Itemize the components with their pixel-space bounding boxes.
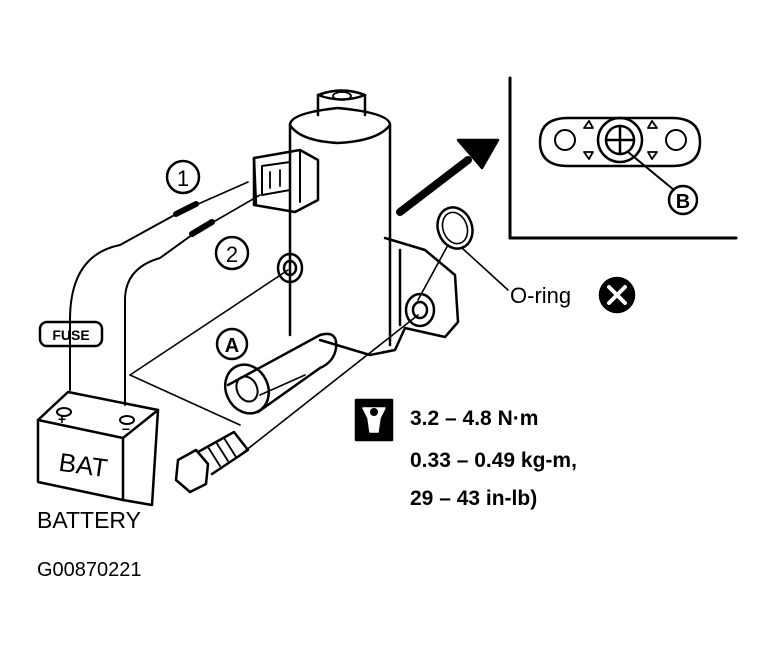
fuse-icon: [38, 320, 104, 348]
mounting-bolt: [174, 430, 250, 494]
callout-a-label: A: [225, 335, 239, 357]
solenoid-connector: [252, 148, 320, 214]
solenoid-valve-body: [276, 89, 460, 357]
figure-id: G00870221: [37, 559, 142, 581]
bat-label: BAT: [57, 447, 109, 483]
filter-cylinder: [223, 332, 338, 415]
torque-wrench-icon: [354, 398, 394, 442]
o-ring-label: O-ring: [510, 283, 571, 308]
o-ring: [436, 206, 509, 291]
battery-positive-label: +: [58, 411, 66, 427]
do-not-reuse-x-icon: [598, 276, 636, 314]
fuse-label: FUSE: [52, 327, 89, 343]
battery-label: BATTERY: [37, 507, 141, 533]
callout-2-label: 2: [226, 242, 238, 267]
detail-inset-frame: [508, 76, 738, 240]
test-wires: [69, 181, 261, 406]
callout-circles: [165, 159, 699, 361]
callout-b-label: B: [676, 191, 690, 213]
battery: [36, 390, 160, 507]
torque-line-2: 0.33 – 0.49 kg-m,: [410, 449, 577, 472]
arrow-icon: [396, 138, 500, 216]
callout-1-label: 1: [177, 166, 189, 191]
alignment-lines: [129, 244, 449, 456]
battery-negative-label: −: [122, 421, 130, 437]
torque-line-1: 3.2 – 4.8 N·m: [410, 407, 538, 430]
torque-line-3: 29 – 43 in-lb): [410, 487, 537, 510]
inset-gasket: [538, 116, 702, 191]
